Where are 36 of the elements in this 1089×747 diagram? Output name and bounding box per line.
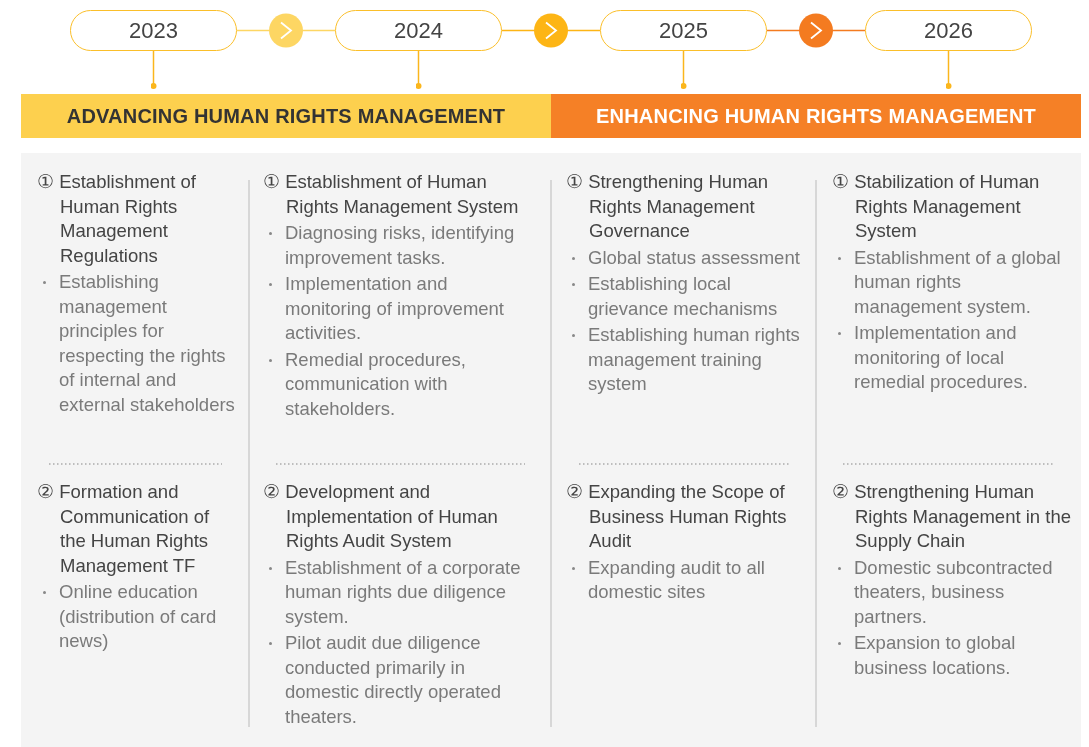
bullet-text: Expansion to global business locations.	[832, 631, 1072, 680]
year-pill	[600, 10, 767, 51]
item-heading: ② Strengthening Human Rights Management in the Supply Chain	[832, 480, 1072, 553]
year-label: 2026	[924, 17, 973, 44]
banner-title: ENHANCING HUMAN RIGHTS MANAGEMENT	[596, 104, 1036, 128]
bullet-text: Implementation and monitoring of improvement activities.	[263, 272, 535, 346]
item-heading: ① Strengthening Human Rights Management Governance	[566, 170, 770, 243]
bullet-text: Establishment of a global human rights management system.	[832, 245, 1072, 319]
year-label: 2025	[659, 17, 708, 44]
item-heading: ② Development and Implementation of Human Rights Audit System	[263, 480, 499, 553]
bullet-text: Online education (distribution of card news)	[37, 580, 235, 654]
item-heading: ① Establishment of Human Rights Management Regulations	[37, 170, 197, 268]
banner-title: ADVANCING HUMAN RIGHTS MANAGEMENT	[66, 104, 506, 128]
year-label: 2023	[129, 17, 178, 44]
year-pill	[335, 10, 502, 51]
bullet-text: Establishing human rights management training system	[566, 323, 806, 397]
bullet-text: Domestic subcontracted theaters, business partners.	[832, 555, 1072, 629]
bullet-text: Expanding audit to all domestic sites	[566, 555, 806, 605]
phase-banner	[21, 94, 551, 138]
item-heading: ① Stabilization of Human Rights Management System	[832, 170, 1041, 243]
item-heading: ② Formation and Communication of the Human Rights Management TF	[37, 480, 211, 578]
year-label: 2024	[394, 17, 443, 44]
item-heading: ① Establishment of Human Rights Management System	[263, 170, 520, 219]
bullet-text: Diagnosing risks, identifying improvement tasks.	[263, 221, 535, 270]
bullet-text: Implementation and monitoring of local remedial procedures.	[832, 321, 1072, 395]
bullet-text: Remedial procedures, communication with stakeholders.	[263, 347, 535, 421]
bullet-text: Global status assessment	[566, 245, 806, 270]
bullet-text: Establishing management principles for respecting the rights of internal and external stakeholders	[37, 270, 235, 417]
year-pill	[70, 10, 237, 51]
bullet-text: Pilot audit due diligence conducted primarily in domestic directly operated theaters.	[263, 631, 535, 729]
year-pill	[865, 10, 1032, 51]
bullet-text: Establishment of a corporate human rights due diligence system.	[263, 555, 535, 629]
bullet-text: Establishing local grievance mechanisms	[566, 272, 806, 321]
panel-background	[21, 153, 1081, 747]
phase-banner	[551, 94, 1081, 138]
item-heading: ② Expanding the Scope of Business Human Rights Audit	[566, 480, 788, 553]
